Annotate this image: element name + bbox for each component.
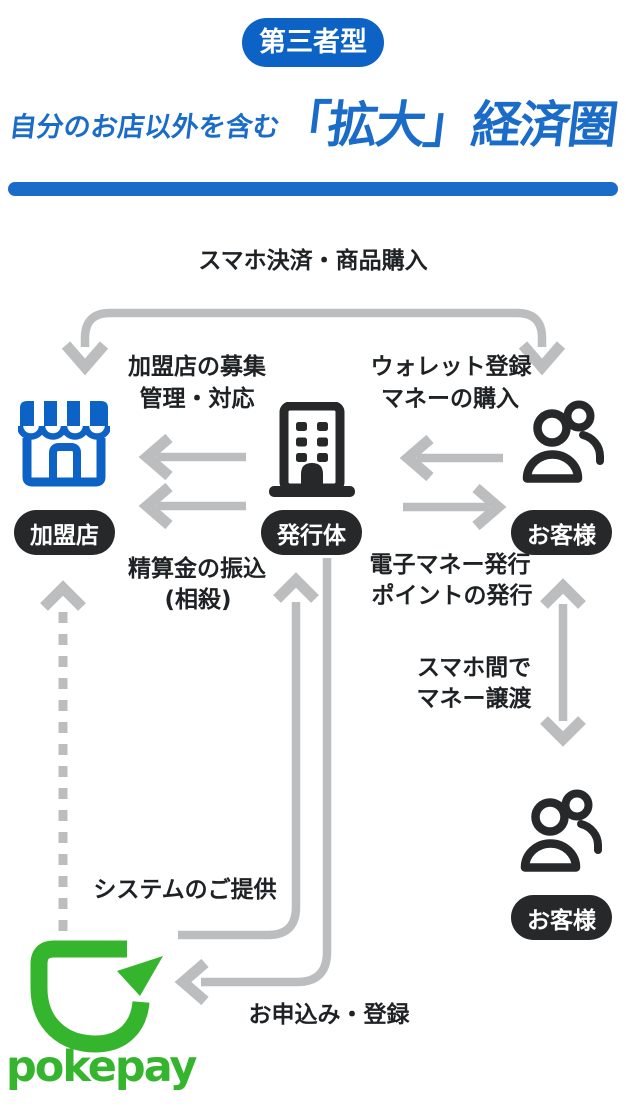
arrowhead-left-2: [138, 482, 173, 530]
node-pill-issuer: 発行体: [261, 510, 362, 555]
people-icon: [522, 400, 604, 483]
arrow-issuer-to-pokepay: [201, 558, 332, 987]
node-pill-customer-bottom: お客様: [511, 895, 612, 940]
circular-arrow-logo-icon: [30, 940, 163, 1053]
arrowhead-left-3: [399, 434, 434, 482]
people-icon: [520, 789, 602, 872]
arrowhead-up-2: [40, 580, 86, 611]
arrowhead-down-merchant: [61, 341, 109, 376]
label-p2p-transfer-1: スマホ間で: [416, 655, 532, 681]
arrowhead-left-4: [174, 958, 209, 1006]
storefront-icon: [18, 401, 110, 487]
pokepay-wordmark: pokepay: [6, 1042, 197, 1092]
arrowhead-down-1: [540, 716, 586, 747]
label-settlement-transfer-2: (相殺): [164, 587, 232, 613]
arrowhead-up-1: [540, 578, 586, 609]
label-wallet-registration-2: マネーの購入: [381, 386, 519, 412]
label-settlement-transfer-1: 精算金の振込: [128, 556, 266, 582]
label-merchant-recruiting-1: 加盟店の募集: [128, 354, 266, 380]
label-emoney-issuance-1: 電子マネー発行: [369, 552, 531, 578]
label-wallet-registration-1: ウォレット登録: [370, 354, 532, 380]
arrow-pokepay-to-issuer: [178, 602, 301, 940]
label-p2p-transfer-2: マネー譲渡: [416, 686, 532, 712]
label-system-provision: システムのご提供: [93, 877, 277, 903]
arrowhead-up-3: [273, 572, 319, 603]
office-building-icon: [269, 402, 355, 497]
arrowhead-down-customer: [518, 341, 566, 376]
arrowhead-right-1: [472, 483, 507, 531]
label-smartphone-payment: スマホ決済・商品購入: [198, 248, 428, 274]
label-merchant-recruiting-2: 管理・対応: [139, 386, 255, 412]
title-emphasis: 「拡大」経済圏: [276, 96, 620, 154]
type-badge: 第三者型: [242, 18, 384, 67]
label-application-registration: お申込み・登録: [248, 1002, 410, 1028]
label-emoney-issuance-2: ポイントの発行: [371, 583, 533, 609]
title-underline: [8, 182, 618, 196]
node-pill-merchant: 加盟店: [14, 510, 115, 555]
node-pill-customer-top: お客様: [511, 510, 612, 555]
page-title: 自分のお店以外を含む 「拡大」経済圏: [0, 96, 626, 154]
arrow-payment-bracket: [80, 308, 547, 347]
title-prefix: 自分のお店以外を含む: [7, 112, 282, 143]
arrowhead-left-1: [138, 433, 173, 481]
